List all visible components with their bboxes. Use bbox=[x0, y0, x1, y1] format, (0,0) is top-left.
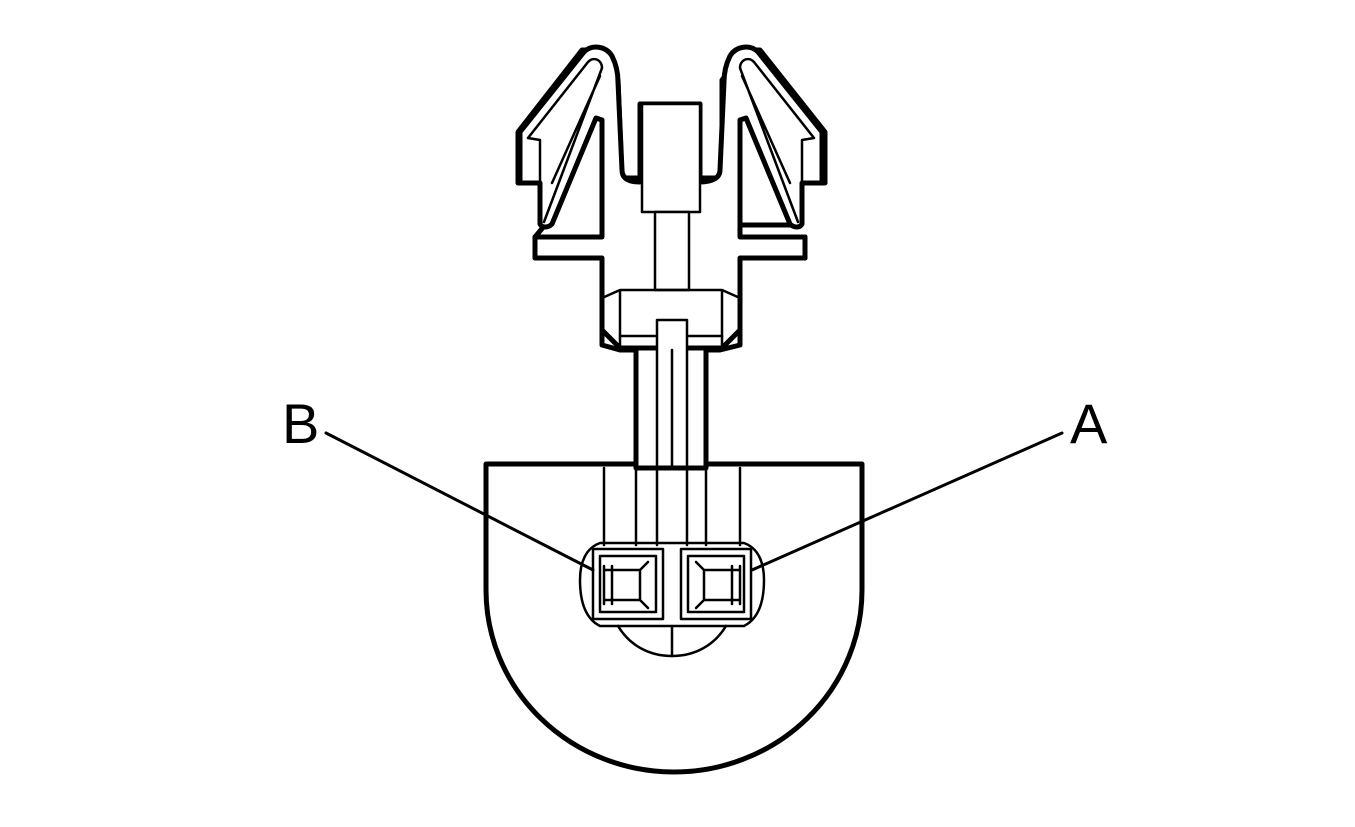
terminal-a-inner bbox=[686, 554, 746, 614]
callout-a-label: A bbox=[1070, 392, 1108, 455]
callout-b-label: B bbox=[282, 392, 319, 455]
connector-head bbox=[483, 461, 865, 775]
terminal-a-contact bbox=[694, 560, 742, 610]
clip-collar bbox=[600, 288, 742, 350]
connector-clip bbox=[515, 44, 828, 353]
clip-center-post bbox=[653, 210, 691, 292]
clip-center-tab bbox=[640, 102, 702, 214]
left-finger-inner bbox=[526, 57, 604, 224]
terminal-a bbox=[679, 547, 753, 621]
terminal-pocket bbox=[578, 541, 766, 628]
right-finger-inner bbox=[738, 57, 816, 224]
terminal-b bbox=[591, 547, 665, 621]
terminal-b-contact bbox=[602, 560, 650, 610]
head-outline bbox=[483, 461, 865, 775]
callout-a-leader bbox=[750, 431, 1064, 572]
callout-b-leader bbox=[324, 431, 595, 572]
terminal-b-inner bbox=[598, 554, 658, 614]
